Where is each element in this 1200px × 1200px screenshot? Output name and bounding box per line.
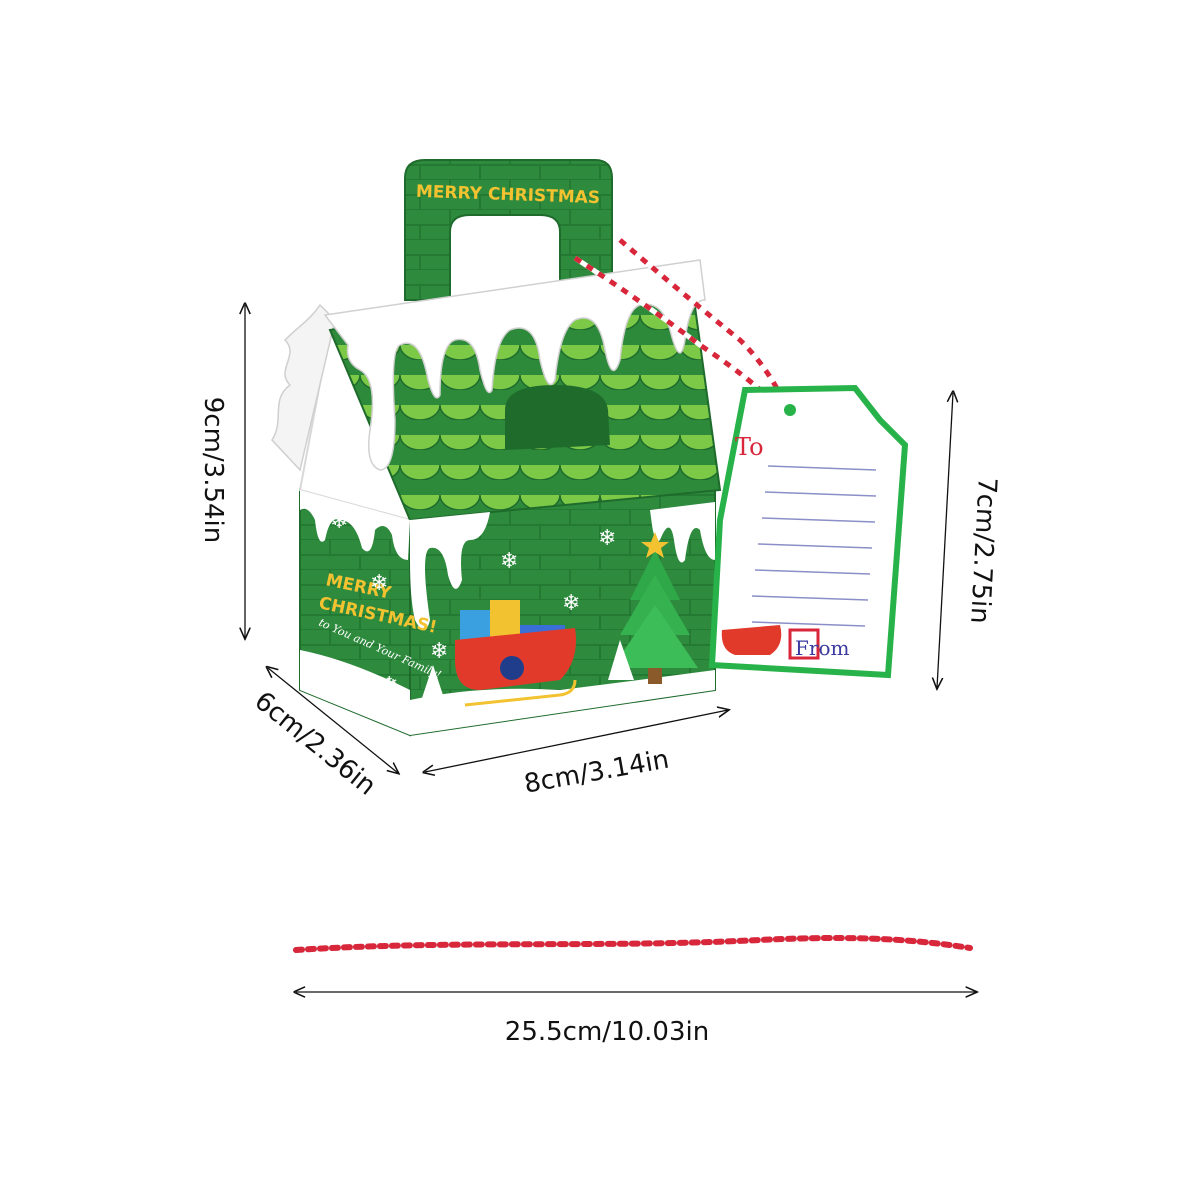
svg-text:❄: ❄ — [598, 526, 616, 551]
svg-text:❄: ❄ — [500, 549, 518, 574]
gift-box-house: MERRY CHRISTMAS MERRY CHRISTMAS! to You … — [271, 159, 722, 737]
svg-text:❄: ❄ — [380, 673, 398, 698]
sleigh-icon — [455, 600, 577, 707]
box-handle — [404, 159, 613, 301]
rope-length-label: 25.5cm/10.03in — [505, 1017, 709, 1047]
svg-text:❄: ❄ — [562, 591, 580, 616]
tag-from-label: From — [795, 636, 849, 660]
svg-text:❄: ❄ — [430, 639, 448, 664]
height-label: 9cm/3.54in — [198, 397, 228, 544]
tag-card — [708, 384, 909, 679]
twine-rope — [293, 935, 973, 953]
tag-height-label: 7cm/2.75in — [964, 476, 1002, 624]
width-arrow — [425, 710, 728, 772]
roof-snow — [323, 259, 706, 471]
svg-text:❄: ❄ — [330, 509, 348, 534]
tag-height-arrow — [937, 393, 953, 688]
wall-snow — [410, 512, 490, 630]
gift-tag: To From — [573, 238, 909, 679]
dimension-lines — [245, 305, 976, 992]
christmas-tree-icon — [612, 532, 698, 684]
tag-lines — [751, 465, 877, 627]
width-label: 8cm/3.14in — [522, 745, 672, 800]
depth-arrow — [268, 668, 398, 773]
tag-to-label: To — [735, 433, 764, 461]
svg-text:❄: ❄ — [370, 571, 388, 596]
